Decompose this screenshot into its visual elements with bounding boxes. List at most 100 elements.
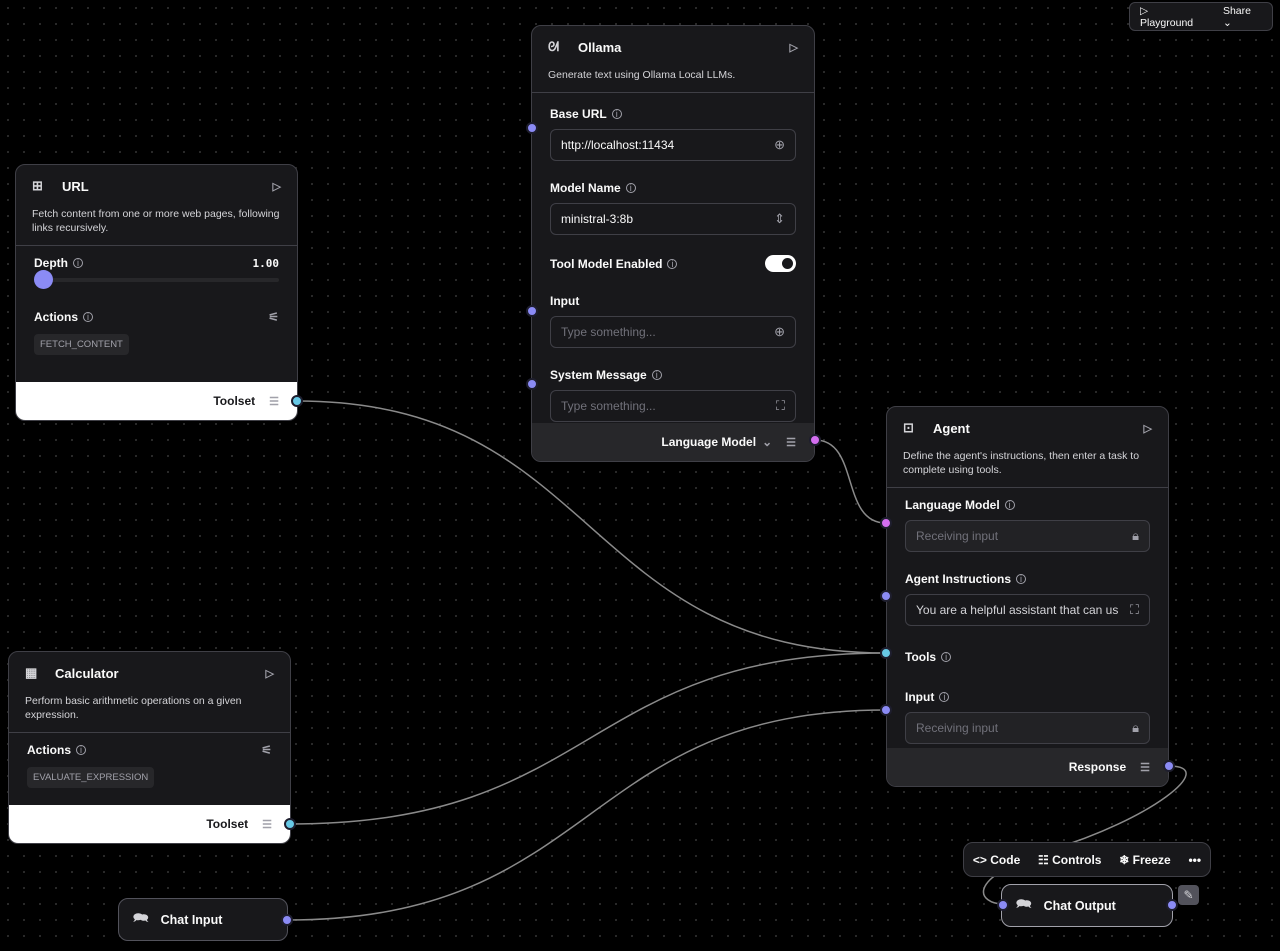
tool-label: Tool Model Enabled — [550, 256, 663, 271]
playground-button[interactable]: ▷ Playground — [1140, 5, 1203, 29]
depth-value: 1.00 — [252, 256, 280, 270]
action-badge[interactable]: FETCH_CONTENT — [34, 334, 129, 355]
node-toolbar: <> Code ☷ Controls ❄ Freeze ••• — [963, 842, 1211, 877]
calculator-toolset-handle[interactable] — [284, 818, 296, 830]
instructions-field[interactable]: You are a helpful assistant that can us⛶ — [905, 594, 1150, 626]
agent-tools-handle[interactable] — [880, 647, 892, 659]
pencil-icon: ✎ — [1183, 888, 1194, 902]
action-badge[interactable]: EVALUATE_EXPRESSION — [27, 767, 155, 788]
info-icon: i — [1004, 500, 1015, 510]
node-title: Chat Input — [160, 912, 223, 927]
info-icon: i — [611, 109, 622, 119]
info-icon: i — [625, 183, 636, 193]
share-button[interactable]: Share ⌄ — [1223, 5, 1262, 29]
input-field[interactable]: Type something... ⊕ — [550, 316, 796, 348]
depth-slider[interactable] — [34, 270, 279, 289]
run-button[interactable]: ▷ — [789, 41, 798, 54]
node-title: Chat Output — [1043, 898, 1116, 913]
inspect-icon[interactable]: ☰ — [269, 395, 279, 408]
base-url-label: Base URL — [550, 107, 607, 121]
share-label: Share — [1222, 4, 1251, 17]
base-url-input[interactable]: http://localhost:11434 ⊕ — [550, 129, 796, 161]
controls-label: Controls — [1052, 852, 1102, 867]
calculator-node[interactable]: ▦ Calculator ▷ Perform basic arithmetic op… — [8, 651, 291, 844]
node-description: Generate text using Ollama Local LLMs. — [548, 69, 736, 81]
base-url-value: http://localhost:11434 — [561, 138, 675, 152]
system-message-field[interactable]: Type something... ⛶ — [550, 390, 796, 422]
inspect-icon[interactable]: ☰ — [786, 436, 796, 449]
globe-icon[interactable]: ⊕ — [774, 137, 785, 152]
chat-input-handle[interactable] — [281, 914, 293, 926]
output-label: Language Model — [661, 435, 757, 449]
chevron-down-icon: ⌄ — [1222, 16, 1232, 29]
sliders-icon[interactable]: ⚟ — [261, 743, 272, 757]
controls-button[interactable]: ☷ Controls — [1038, 853, 1101, 867]
info-icon: i — [667, 258, 678, 269]
chat-icon: 🗪︎ — [133, 911, 149, 925]
tools-label: Tools — [905, 650, 937, 664]
node-description: Perform basic arithmetic operations on a… — [25, 695, 242, 721]
system-handle[interactable] — [526, 378, 538, 390]
chat-icon: 🗪︎ — [1016, 897, 1032, 911]
run-button[interactable]: ▷ — [1143, 422, 1152, 435]
more-button[interactable]: ••• — [1188, 852, 1202, 867]
globe-icon[interactable]: ⊕ — [774, 324, 785, 339]
lm-field: Receiving input🔒︎ — [905, 520, 1150, 552]
output-label: Toolset — [206, 817, 249, 831]
output-label: Response — [1068, 760, 1127, 774]
ollama-icon: ᘛ — [548, 39, 560, 54]
edge-chatinput-input — [286, 709, 887, 921]
agent-response-handle[interactable] — [1163, 760, 1175, 772]
inspect-icon[interactable]: ☰ — [262, 818, 272, 831]
code-icon: <> — [972, 852, 987, 867]
slider-thumb[interactable] — [34, 270, 53, 289]
chat-output-output-handle[interactable] — [1166, 899, 1178, 911]
code-label: Code — [990, 852, 1021, 867]
code-button[interactable]: <> Code — [973, 853, 1020, 867]
bot-icon: ⊡ — [903, 420, 914, 435]
agent-lm-handle[interactable] — [880, 517, 892, 529]
expand-icon[interactable]: ⛶ — [1129, 602, 1139, 617]
node-description: Fetch content from one or more web pages… — [32, 208, 280, 234]
calculator-icon: ▦ — [25, 665, 38, 680]
chevron-down-icon[interactable]: ⌄ — [762, 435, 773, 449]
base-url-handle[interactable] — [526, 122, 538, 134]
node-title: Ollama — [578, 39, 622, 55]
chevrons-icon: ⇕ — [774, 211, 785, 226]
edit-button[interactable]: ✎ — [1178, 885, 1199, 905]
instructions-label: Agent Instructions — [905, 572, 1012, 586]
controls-icon: ☷ — [1038, 852, 1049, 867]
run-button[interactable]: ▷ — [272, 180, 281, 193]
language-model-handle[interactable] — [809, 434, 821, 446]
input-label: Input — [905, 690, 935, 704]
freeze-button[interactable]: ❄ Freeze — [1119, 853, 1170, 867]
chat-input-node[interactable]: 🗪︎ Chat Input — [118, 898, 288, 941]
agent-node[interactable]: ⊡ Agent ▷ Define the agent's instructions,… — [886, 406, 1169, 787]
node-title: Calculator — [55, 665, 119, 681]
url-toolset-handle[interactable] — [291, 395, 303, 407]
node-title: Agent — [933, 420, 970, 436]
info-icon: i — [73, 258, 83, 268]
output-label: Toolset — [213, 394, 256, 408]
input-placeholder: Type something... — [561, 325, 656, 339]
model-select[interactable]: ministral-3:8b⇕ — [550, 203, 796, 235]
expand-icon[interactable]: ⛶ — [775, 398, 785, 413]
inspect-icon[interactable]: ☰ — [1140, 761, 1150, 774]
system-label: System Message — [550, 368, 647, 382]
ollama-node[interactable]: ᘛ Ollama ▷ Generate text using Ollama Loca… — [531, 25, 815, 462]
edge-url-tools — [296, 400, 887, 654]
chat-output-node[interactable]: 🗪︎ Chat Output — [1001, 884, 1173, 927]
sliders-icon[interactable]: ⚟ — [268, 310, 279, 324]
input-placeholder: Receiving input — [916, 721, 999, 735]
chat-output-input-handle[interactable] — [997, 899, 1009, 911]
input-handle[interactable] — [526, 305, 538, 317]
input-label: Input — [550, 294, 580, 308]
url-node[interactable]: ⊞URL▷ Fetch content from one or more web… — [15, 164, 298, 421]
run-button[interactable]: ▷ — [265, 667, 274, 680]
agent-input-handle[interactable] — [880, 704, 892, 716]
agent-instructions-handle[interactable] — [880, 590, 892, 602]
system-placeholder: Type something... — [561, 399, 656, 413]
node-description: Define the agent's instructions, then en… — [903, 450, 1140, 476]
depth-label: Depth — [34, 256, 68, 270]
tool-toggle[interactable] — [765, 255, 796, 272]
